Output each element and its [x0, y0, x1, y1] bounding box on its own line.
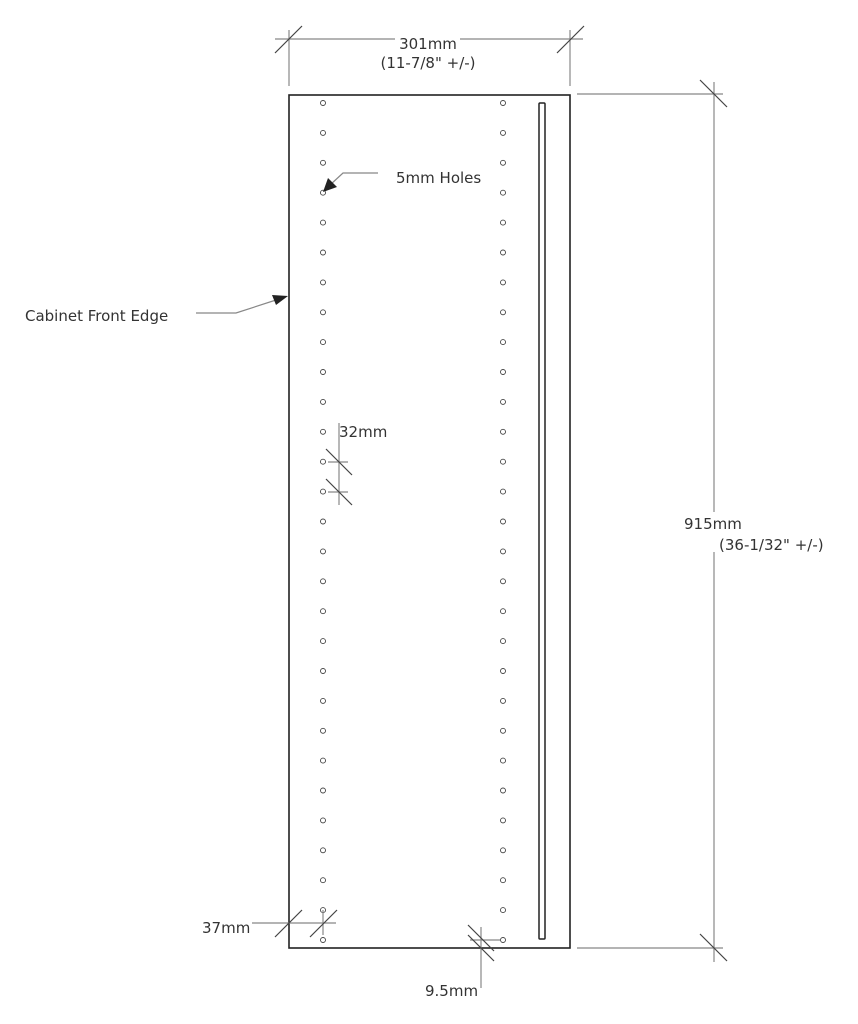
front-hole: [320, 100, 326, 106]
front-edge-label: Cabinet Front Edge: [25, 307, 168, 325]
width-imperial-label: (11-7/8" +/-): [380, 54, 475, 72]
rear-hole: [500, 249, 506, 256]
rear-hole: [500, 668, 506, 674]
rear-hole: [500, 129, 506, 136]
rear-hole: [500, 398, 506, 405]
hole-columns: [320, 100, 506, 943]
setback-dimension: 37mm: [202, 909, 338, 938]
front-hole: [320, 847, 326, 854]
rear-hole: [500, 428, 506, 435]
spacing-label: 32mm: [339, 423, 387, 441]
rear-hole: [500, 458, 506, 465]
holes-label: 5mm Holes: [396, 169, 481, 187]
front-hole: [320, 638, 326, 645]
panel-outline: [288, 94, 571, 949]
holes-callout: 5mm Holes: [323, 169, 481, 192]
front-hole: [320, 548, 326, 555]
front-hole: [320, 398, 326, 405]
front-hole: [320, 189, 326, 196]
height-dimension: 915mm (36-1/32" +/-): [577, 79, 824, 962]
bottom-offset-dimension: 9.5mm: [425, 924, 500, 1000]
front-hole: [320, 817, 326, 824]
front-hole: [320, 608, 326, 615]
front-hole: [320, 428, 326, 435]
front-hole: [320, 727, 326, 734]
front-hole: [320, 369, 326, 375]
rear-hole: [500, 757, 506, 764]
rear-hole: [500, 518, 506, 525]
rear-hole: [500, 817, 506, 824]
bottom-offset-label: 9.5mm: [425, 982, 478, 1000]
rear-hole: [500, 697, 506, 704]
setback-label: 37mm: [202, 919, 250, 937]
rear-hole: [500, 847, 506, 854]
arrow-icon: [323, 178, 337, 192]
front-hole: [320, 668, 326, 674]
rear-hole: [500, 488, 506, 495]
front-hole: [320, 697, 326, 704]
arrow-icon: [272, 295, 288, 305]
rear-hole: [500, 787, 506, 794]
rear-hole: [500, 369, 506, 375]
width-label: 301mm: [399, 35, 457, 53]
front-hole: [320, 458, 326, 465]
spacing-dimension: 32mm: [325, 423, 387, 506]
rear-hole: [500, 608, 506, 615]
front-hole: [320, 488, 326, 495]
front-hole: [320, 309, 326, 316]
front-hole: [320, 159, 326, 166]
height-label: 915mm: [684, 515, 742, 533]
rear-hole: [500, 189, 506, 196]
front-hole: [320, 578, 326, 585]
rear-hole: [500, 548, 506, 555]
front-hole: [320, 787, 326, 794]
front-hole: [320, 279, 326, 286]
front-hole: [320, 518, 326, 525]
rear-hole: [500, 219, 506, 226]
rear-hole: [500, 309, 506, 316]
groove-slot: [538, 102, 546, 940]
rear-hole: [500, 159, 506, 166]
rear-hole: [500, 727, 506, 734]
front-hole: [320, 757, 326, 764]
rear-hole: [500, 339, 506, 346]
rear-hole: [500, 638, 506, 645]
rear-hole: [500, 877, 506, 884]
front-hole: [320, 877, 326, 884]
rear-hole: [500, 907, 506, 914]
front-edge-callout: Cabinet Front Edge: [25, 295, 288, 325]
front-hole: [320, 937, 326, 943]
rear-hole: [500, 578, 506, 585]
rear-hole: [500, 279, 506, 286]
front-hole: [320, 129, 326, 136]
height-imperial-label: (36-1/32" +/-): [719, 536, 824, 554]
front-hole: [320, 339, 326, 346]
rear-hole: [500, 100, 506, 106]
front-hole: [320, 249, 326, 256]
front-hole: [320, 219, 326, 226]
rear-hole: [500, 937, 506, 943]
width-dimension: 301mm (11-7/8" +/-): [274, 25, 585, 86]
